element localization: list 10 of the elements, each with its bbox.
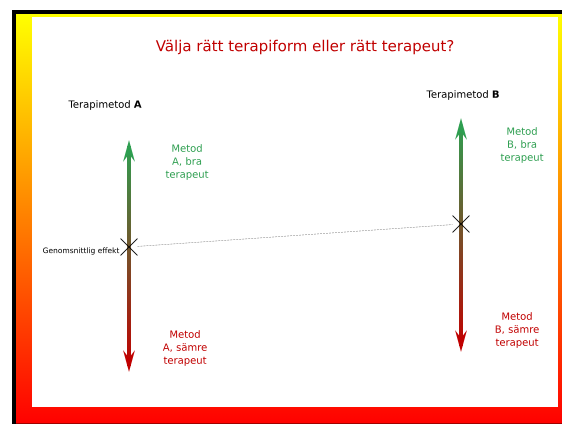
scale-label: Metod A, bra terapeut [166,144,208,180]
scale-label: Metod A, sämre terapeut [162,330,207,366]
dashed-line [137,224,453,247]
cross-mark [452,215,470,233]
scale-label: Metod B, bra terapeut [500,127,544,163]
scale-label: Metod B, sämre terapeut [496,312,539,348]
cross-mark [120,238,138,256]
heading: Terapimetod A [68,100,142,110]
title: Välja rätt terapiform eller rätt terapeut? [156,40,454,54]
heading: Terapimetod B [426,90,499,100]
